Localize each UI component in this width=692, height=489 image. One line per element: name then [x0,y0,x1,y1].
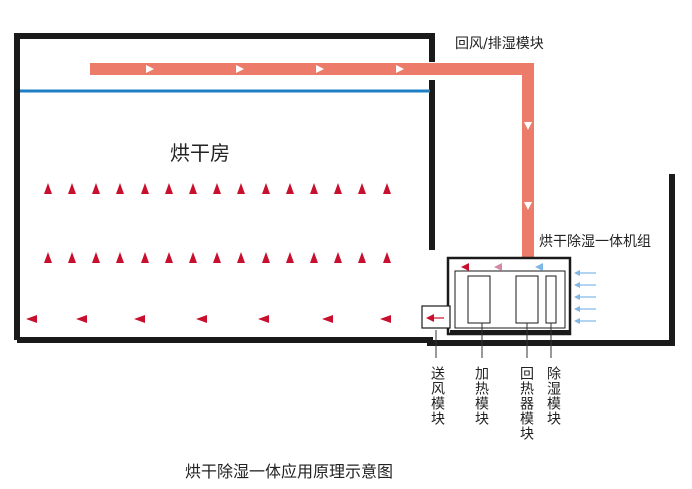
duct-arrow-right [146,65,154,73]
airflow-up-arrow [383,183,391,222]
airflow-left-arrow [380,315,404,323]
duct-arrow-down [524,122,532,130]
airflow-up-arrow [44,183,52,222]
airflow-arrows-row-2 [44,252,391,290]
duct-arrow-right [236,65,244,73]
unit-label: 烘干除湿一体机组 [539,234,651,250]
supply-air-module [421,305,451,329]
airflow-up-arrow [116,183,124,222]
duct-flow-arrows [146,65,532,210]
airflow-up-arrow [165,252,173,290]
heating-module-label: 加热模块 [473,366,489,426]
airflow-up-arrow [92,183,100,222]
reheat-module-label: 回热器模块 [518,366,534,441]
airflow-left-arrow [322,315,350,323]
airflow-up-arrow [334,183,342,222]
airflow-up-arrow [68,252,76,290]
dehumid-module-label: 除湿模块 [545,366,561,426]
airflow-up-arrow [383,252,391,290]
intake-arrow [574,294,596,300]
airflow-up-arrow [262,183,270,222]
airflow-up-arrow [213,252,221,290]
airflow-up-arrow [92,252,100,290]
airflow-up-arrow [213,183,221,222]
airflow-up-arrow [44,252,52,290]
airflow-up-arrow [189,183,197,222]
drying-dehumidification-unit [446,256,572,336]
return-air-duct [90,63,534,258]
room-label: 烘干房 [170,141,230,165]
airflow-left-arrow [76,315,104,323]
airflow-left-arrow [196,315,224,323]
drying-room-wall [14,33,435,340]
return-air-label: 回风/排湿模块 [455,36,544,52]
airflow-up-arrow [262,252,270,290]
unit-arrow-left [535,263,543,271]
unit-arrow-left [494,263,502,271]
duct-arrow-right [396,65,404,73]
intake-arrows [574,270,596,324]
airflow-up-arrow [165,183,173,222]
airflow-up-arrow [141,252,149,290]
airflow-arrows-row-1 [44,183,391,222]
airflow-up-arrow [237,252,245,290]
intake-arrow [574,282,596,288]
airflow-up-arrow [237,183,245,222]
airflow-up-arrow [286,183,294,222]
floor-line [17,174,675,346]
airflow-up-arrow [310,252,318,290]
supply-module-label: 送风模块 [429,366,445,426]
reheat-module-box [515,275,539,324]
airflow-up-arrow [116,252,124,290]
leader-lines [435,323,552,358]
intake-arrow [574,306,596,312]
airflow-up-arrow [68,183,76,222]
diagram-caption: 烘干除湿一体应用原理示意图 [185,462,393,481]
floor-airflow-arrows [26,315,404,323]
airflow-up-arrow [286,252,294,290]
airflow-up-arrow [358,252,366,290]
supply-module-box [421,305,451,329]
airflow-up-arrow [358,183,366,222]
unit-base [450,330,570,334]
dehumid-module-box [545,275,557,324]
duct-arrow-down [524,202,532,210]
intake-arrow [574,270,596,276]
airflow-up-arrow [141,183,149,222]
intake-arrow [574,318,596,324]
duct-arrow-right [316,65,324,73]
supply-arrow-left [426,314,434,322]
airflow-left-arrow [134,315,162,323]
airflow-left-arrow [26,315,62,323]
airflow-up-arrow [189,252,197,290]
heating-module-box [467,275,491,324]
unit-arrow-left [461,263,469,271]
airflow-up-arrow [334,252,342,290]
airflow-left-arrow [258,315,286,323]
airflow-up-arrow [310,183,318,222]
